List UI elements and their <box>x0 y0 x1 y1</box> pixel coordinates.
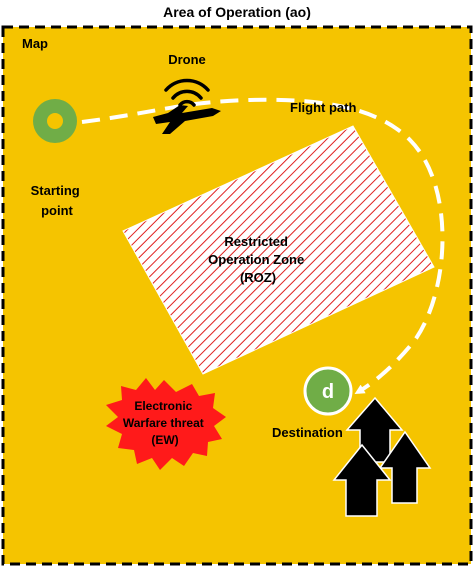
restricted-operation-zone <box>122 125 435 375</box>
starting-point-label: Starting point <box>31 183 84 218</box>
roz-label: Restricted Operation Zone (ROZ) <box>208 234 308 285</box>
ew-label: Electronic Warfare threat (EW) <box>123 399 207 447</box>
diagram-title: Area of Operation (ao) <box>163 4 311 20</box>
wifi-signal-icon <box>164 78 210 107</box>
destination-marker-letter: d <box>322 381 334 403</box>
ew-threat-burst <box>106 378 226 470</box>
drone-icon <box>153 105 221 134</box>
destination-label: Destination <box>272 425 343 440</box>
buildings-icon <box>332 396 432 517</box>
drone-label: Drone <box>168 52 206 67</box>
destination-marker-icon: d <box>303 366 353 416</box>
flight-path-label: Flight path <box>290 100 356 115</box>
start-point-icon <box>33 99 77 143</box>
map-label: Map <box>22 36 48 51</box>
